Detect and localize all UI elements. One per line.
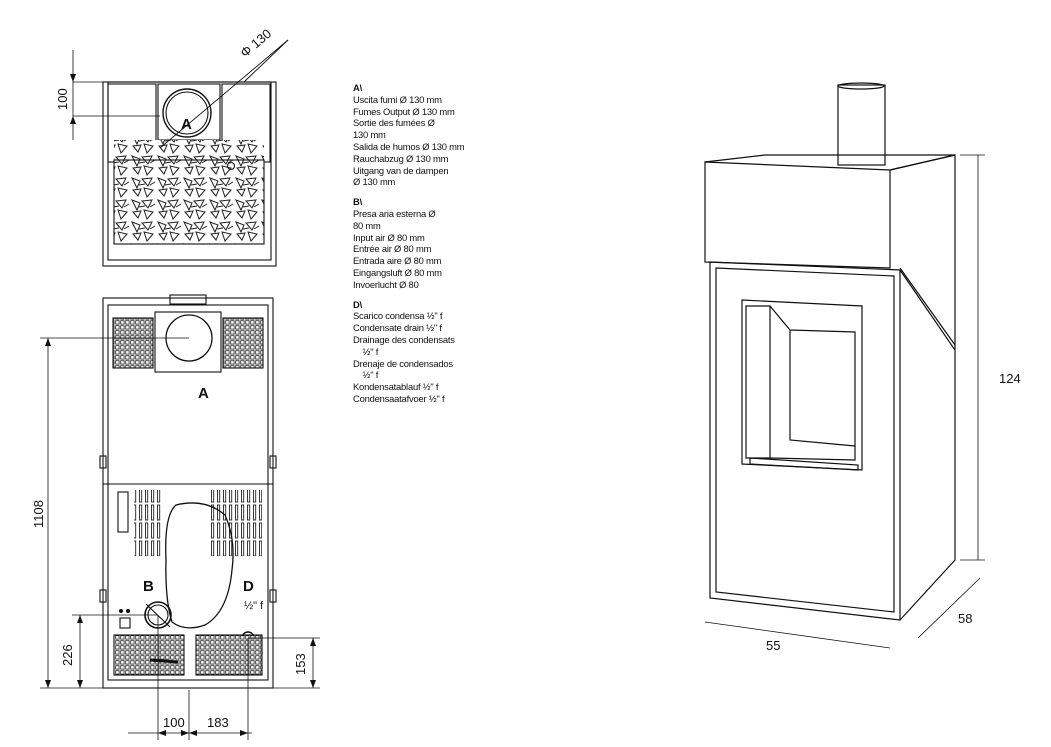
dim-width-inlet: 100: [163, 715, 185, 730]
decorative-grille-top: [114, 140, 264, 244]
legend-d-line: Condensaatafvoer ½" f: [353, 392, 445, 404]
legend-a-line: Uitgang van de dampen: [353, 164, 449, 176]
bottom-grille-right: [195, 634, 263, 676]
legend-d-line: ½" f: [353, 369, 379, 381]
slots-left: [134, 490, 162, 556]
legend-d-line: Kondensatablauf ½" f: [353, 381, 439, 393]
legend-d-line: Condensate drain ½" f: [353, 322, 442, 334]
legend-d: D\ Scarico condensa ½" f Condensate drai…: [353, 299, 503, 405]
dim-height-inlet: 226: [60, 644, 75, 666]
legend-a-line: Uscita fumi Ø 130 mm: [353, 93, 442, 105]
marker-b-back: B: [143, 578, 154, 595]
dim-height-drain: 153: [293, 653, 308, 675]
marker-a-back: A: [198, 385, 209, 402]
back-view-outline: [102, 297, 274, 689]
legend-d-line: Drainage des condensats: [353, 333, 455, 345]
legend-d-head: D\: [353, 298, 362, 310]
iso-body-side: [899, 269, 956, 621]
iso-top-box-front: [704, 161, 891, 269]
back-view: [40, 294, 320, 740]
legend-a-line: Rauchabzug Ø 130 mm: [353, 152, 449, 164]
legend-a-line: 130 mm: [353, 129, 386, 141]
iso-top-box-side: [889, 154, 956, 350]
dim-iso-width: 55: [766, 638, 780, 653]
outlet-plate: [154, 311, 222, 373]
legend-a-line: Fumes Output Ø 130 mm: [353, 105, 455, 117]
legend-d-line: Scarico condensa ½" f: [353, 310, 443, 322]
inspection-plate: [165, 502, 234, 629]
legend-a: A\ Uscita fumi Ø 130 mm Fumes Output Ø 1…: [353, 82, 503, 188]
back-grille-left: [112, 317, 154, 369]
legend-a-line: Salida de humos Ø 130 mm: [353, 140, 465, 152]
dim-iso-height: 124: [999, 371, 1021, 386]
back-grille-right: [222, 317, 264, 369]
legend-b-line: Entrada aire Ø 80 mm: [353, 255, 442, 267]
marker-a-top: A: [181, 116, 192, 133]
legend-b-line: 80 mm: [353, 219, 381, 231]
top-view: [70, 39, 289, 267]
legend-b-line: Eingangsluft Ø 80 mm: [353, 266, 442, 278]
iso-chimney: [837, 84, 886, 166]
legend-a-head: A\: [353, 82, 362, 93]
iso-glass-door: [741, 299, 863, 471]
dim-diameter-top: Φ 130: [237, 26, 274, 60]
legend-d-line: ½" f: [353, 345, 379, 357]
legend-a-line: Sortie des fumées Ø: [353, 117, 435, 129]
legend-b-line: Input air Ø 80 mm: [353, 231, 425, 243]
legend-b-line: Entrée air Ø 80 mm: [353, 243, 432, 255]
legend: A\ Uscita fumi Ø 130 mm Fumes Output Ø 1…: [353, 82, 503, 413]
legend-d-line: Drenaje de condensados: [353, 357, 453, 369]
drain-thread-label: ½" f: [244, 600, 264, 612]
dim-iso-depth: 58: [958, 611, 972, 626]
slots-right: [210, 490, 262, 556]
legend-b: B\ Presa aria esterna Ø 80 mm Input air …: [353, 196, 503, 290]
flue-outlet-circle: [162, 88, 212, 138]
legend-b-line: Presa aria esterna Ø: [353, 207, 436, 219]
marker-d-back: D: [243, 578, 254, 595]
dim-offset-top: 100: [55, 88, 70, 110]
iso-view: [704, 82, 985, 649]
legend-a-line: Ø 130 mm: [353, 176, 396, 188]
bottom-grille-left: [113, 634, 185, 676]
legend-b-line: Invoerlucht Ø 80: [353, 278, 419, 290]
dim-width-drain: 183: [207, 715, 229, 730]
legend-b-head: B\: [353, 196, 362, 208]
dim-height-outlet: 1108: [31, 500, 46, 528]
